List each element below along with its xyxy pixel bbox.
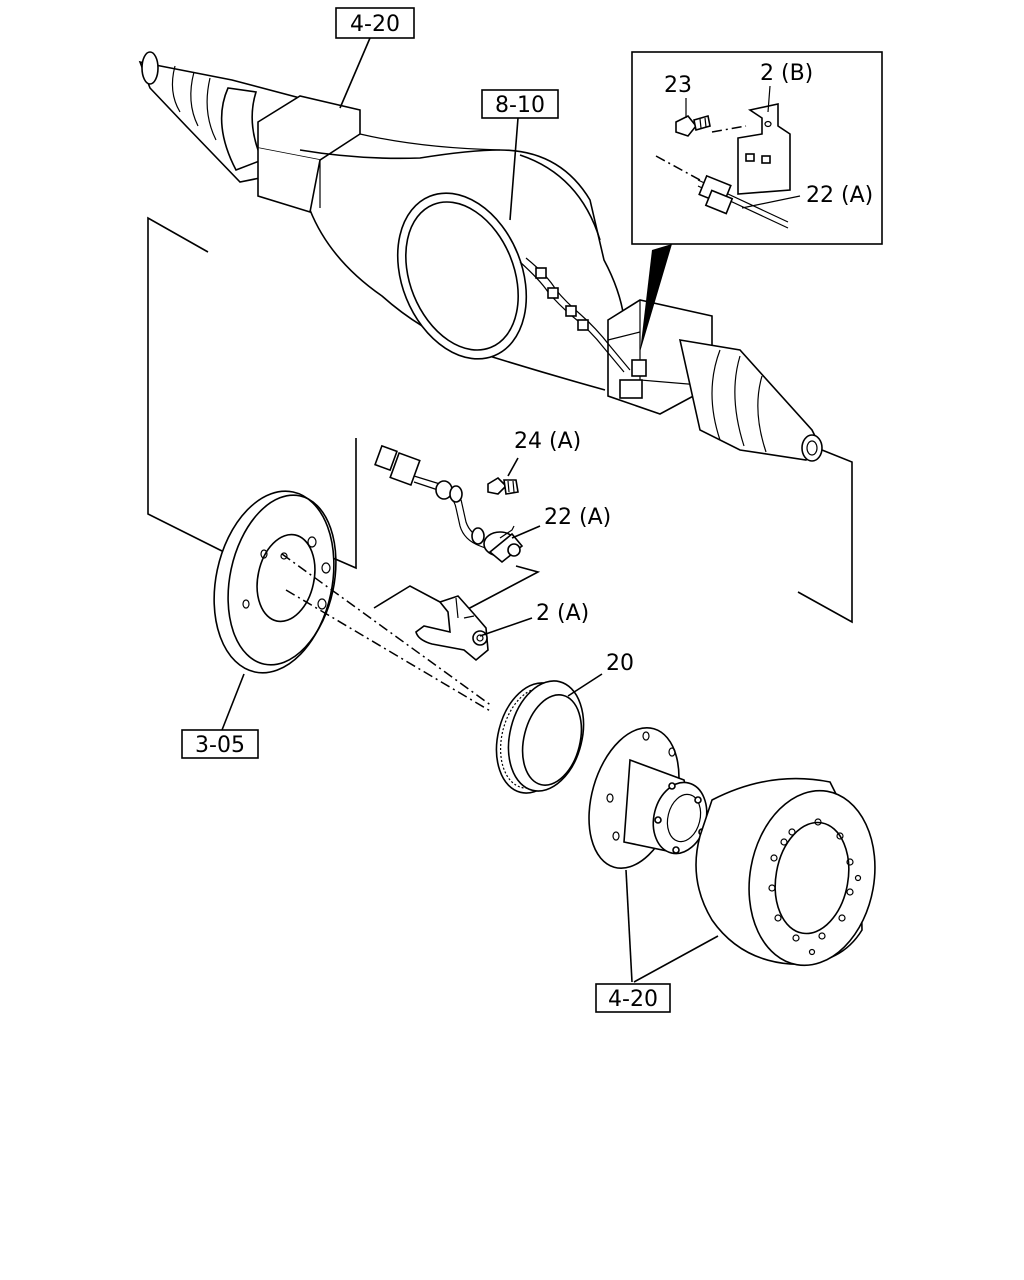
inset-pointer: [640, 244, 672, 352]
assembly-frame-lines: [147, 216, 853, 624]
ref-label-hub-drum: 4-20: [608, 987, 658, 1012]
hub-and-drum: [588, 727, 876, 967]
axle-housing: [138, 51, 823, 462]
callout-sensor-inset: 22 (A): [806, 183, 873, 208]
ref-label-backing-plate: 3-05: [195, 733, 245, 758]
callout-bolt: 24 (A): [514, 429, 581, 454]
ref-box-backing-plate: 3-05: [181, 729, 259, 759]
ref-box-hub-drum: 4-20: [595, 983, 671, 1013]
backing-plate: [213, 490, 493, 713]
ref-box-top: 4-20: [335, 7, 415, 39]
callout-tone-ring: 20: [606, 651, 634, 676]
ref-box-axle: 8-10: [481, 89, 559, 119]
callout-bolt-inset: 23: [664, 73, 692, 98]
sensor-bracket: [415, 595, 489, 662]
ref-label-top: 4-20: [350, 12, 400, 37]
callout-sensor: 22 (A): [544, 505, 611, 530]
abs-sensor-assembly: [309, 438, 541, 611]
leader-lines: [221, 37, 801, 983]
callout-bracket-inset: 2 (B): [760, 61, 813, 86]
abs-tone-ring: [495, 680, 585, 794]
ref-label-axle: 8-10: [495, 93, 545, 118]
callout-bracket: 2 (A): [536, 601, 589, 626]
detail-inset: [631, 51, 883, 245]
